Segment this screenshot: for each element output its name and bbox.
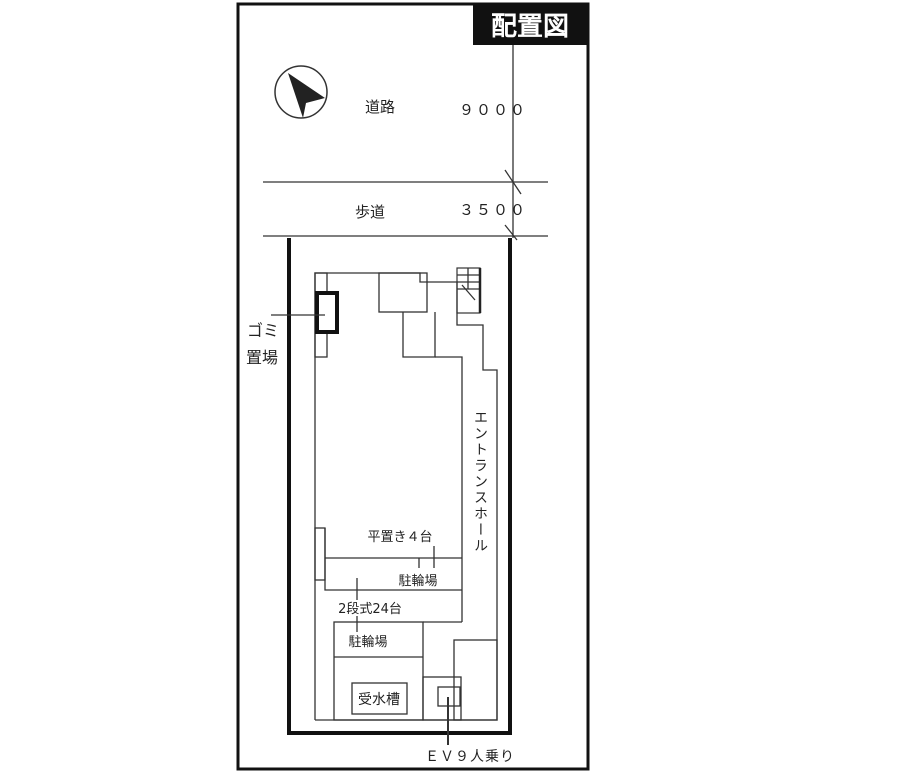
sidewalk-width: ３５００ (459, 201, 527, 219)
title-block (473, 4, 588, 45)
dimension-tick (504, 169, 522, 195)
drawing-title: 配置図 (491, 12, 569, 42)
water-tank-box (351, 682, 408, 715)
bike-parking-lower-label: 駐輪場 (348, 634, 387, 650)
road-label: 道路 (365, 98, 395, 116)
sidewalk-label: 歩道 (355, 203, 385, 221)
drawing-frame (236, 2, 590, 771)
flat-parking-label: 平置き４台 (367, 530, 432, 545)
garbage-area-box (315, 291, 339, 334)
bike-parking-lower-outline (333, 621, 424, 721)
room-block (453, 639, 498, 721)
wall-line (435, 356, 463, 622)
garbage-label-1: ゴミ (247, 321, 279, 340)
bike-parking-upper-label: 駐輪場 (398, 573, 437, 589)
elevator-hall (422, 676, 462, 721)
water-tank-label: 受水槽 (358, 692, 400, 708)
room-block (402, 312, 436, 358)
north-arrow-icon (274, 65, 328, 119)
elevator-label: ＥＶ９人乗り (425, 749, 515, 765)
parking-strip (314, 527, 326, 581)
two-tier-label: 2段式24台 (338, 602, 402, 617)
garbage-label-2: 置場 (246, 348, 278, 367)
building-outline (314, 272, 498, 721)
dimension-tick (504, 224, 518, 241)
entrance-hall-label: エントランスホール (472, 410, 488, 554)
stairs-icon (456, 267, 482, 314)
site-boundary (287, 238, 512, 735)
bike-parking-upper-outline (324, 528, 462, 591)
road-width: ９０００ (459, 101, 527, 119)
